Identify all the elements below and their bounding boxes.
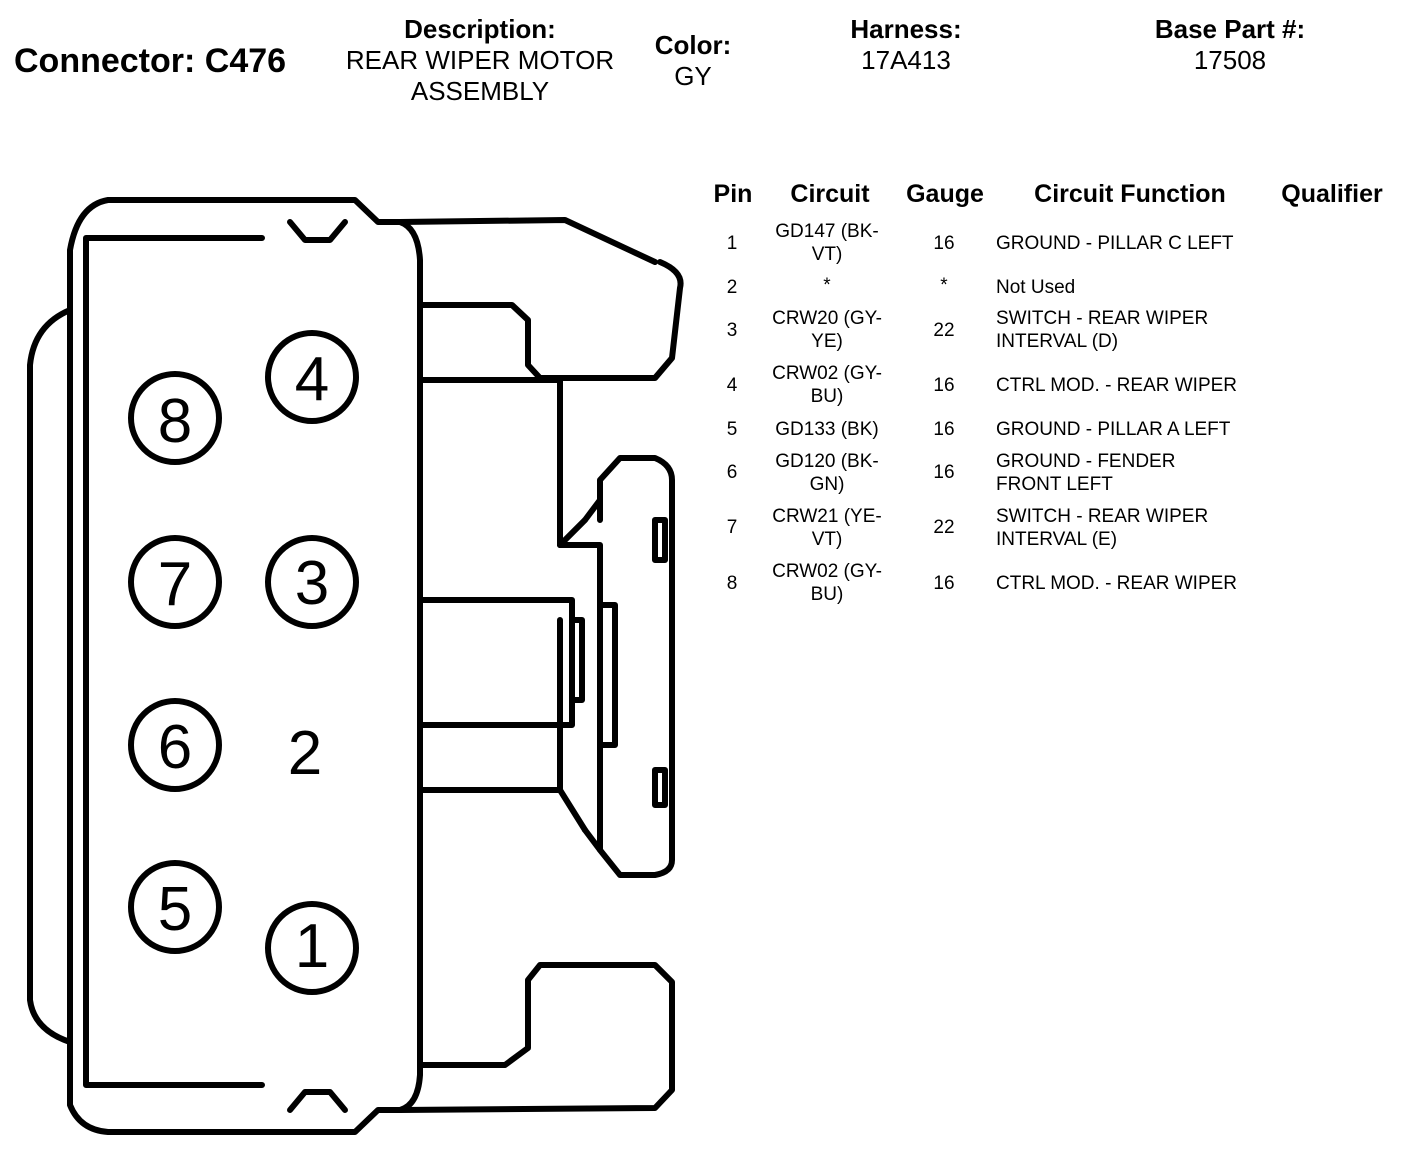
description-label: Description:	[404, 14, 556, 44]
pin-label-4: 4	[295, 345, 329, 414]
description-block: Description: REAR WIPER MOTOR ASSEMBLY	[330, 14, 630, 107]
row-2-circuit: *	[823, 275, 831, 296]
pin-circles	[128, 330, 359, 995]
column-header-pin: Pin	[713, 180, 753, 208]
row-3-gauge: 22	[933, 320, 955, 341]
row-1-gauge: 16	[933, 233, 955, 254]
color-value: GY	[674, 61, 712, 91]
row-5-function: GROUND - PILLAR A LEFT	[996, 419, 1231, 440]
row-4-function: CTRL MOD. - REAR WIPER	[996, 375, 1238, 396]
row-1-circuit: GD147 (BK-VT)	[775, 221, 879, 265]
pin-circle-5	[128, 860, 222, 954]
column-header-circuit-function: Circuit Function	[1034, 180, 1226, 208]
color-label: Color:	[654, 30, 732, 60]
harness-block: Harness: 17A413	[806, 14, 1006, 76]
row-1-function: GROUND - PILLAR C LEFT	[996, 233, 1234, 254]
column-header-gauge: Gauge	[906, 180, 984, 208]
row-4-gauge: 16	[933, 375, 955, 396]
color-block: Color: GY	[630, 30, 756, 92]
column-header-qualifier: Qualifier	[1281, 180, 1383, 208]
row-4-circuit: CRW02 (GY-BU)	[772, 363, 882, 407]
pin-label-8: 8	[158, 387, 192, 456]
row-7-gauge: 22	[933, 517, 955, 538]
connector-face-diagram: 1 2 3 4 5 6 7 8	[27, 197, 684, 1135]
row-3-function: SWITCH - REAR WIPER INTERVAL (D)	[996, 308, 1209, 352]
pin-circle-4	[265, 330, 359, 424]
connector-outline	[27, 197, 684, 1135]
row-2-gauge: *	[940, 275, 948, 296]
pin-circle-7	[128, 535, 222, 629]
connector-title: Connector: C476	[14, 42, 287, 80]
row-3-pin: 3	[726, 320, 738, 341]
pin-label-7: 7	[158, 550, 192, 619]
row-5-circuit: GD133 (BK)	[775, 419, 879, 440]
row-6-gauge: 16	[933, 462, 955, 483]
column-header-circuit: Circuit	[790, 180, 870, 208]
row-6-circuit: GD120 (BK-GN)	[775, 451, 879, 495]
base-part-value: 17508	[1193, 45, 1267, 75]
pin-label-3: 3	[295, 549, 329, 618]
harness-label: Harness:	[850, 14, 962, 44]
pin-label-1: 1	[295, 912, 329, 981]
pin-circle-3	[265, 535, 359, 629]
base-part-label: Base Part #:	[1154, 14, 1306, 44]
pin-circle-1	[265, 901, 359, 995]
pin-label-6: 6	[158, 713, 192, 782]
row-6-function: GROUND - FENDER FRONT LEFT	[996, 451, 1176, 495]
pin-number-labels: 1 2 3 4 5 6 7 8	[158, 345, 329, 981]
row-8-pin: 8	[726, 573, 738, 594]
row-7-circuit: CRW21 (YE-VT)	[772, 506, 882, 550]
pin-circle-8	[128, 371, 222, 465]
row-3-circuit: CRW20 (GY-YE)	[772, 308, 882, 352]
pin-circle-6	[128, 698, 222, 792]
pin-label-5: 5	[158, 875, 192, 944]
base-part-block: Base Part #: 17508	[1130, 14, 1330, 76]
row-7-function: SWITCH - REAR WIPER INTERVAL (E)	[996, 506, 1209, 550]
row-5-gauge: 16	[933, 419, 955, 440]
row-6-pin: 6	[726, 462, 738, 483]
row-7-pin: 7	[726, 517, 738, 538]
harness-value: 17A413	[861, 45, 951, 75]
row-5-pin: 5	[726, 419, 738, 440]
row-8-gauge: 16	[933, 573, 955, 594]
row-2-function: Not Used	[996, 277, 1076, 298]
row-8-circuit: CRW02 (GY-BU)	[772, 561, 882, 605]
row-2-pin: 2	[726, 277, 738, 298]
description-value: REAR WIPER MOTOR ASSEMBLY	[345, 45, 615, 106]
row-4-pin: 4	[726, 375, 738, 396]
row-8-function: CTRL MOD. - REAR WIPER	[996, 573, 1238, 594]
row-1-pin: 1	[726, 233, 738, 254]
pin-label-2: 2	[288, 719, 322, 788]
